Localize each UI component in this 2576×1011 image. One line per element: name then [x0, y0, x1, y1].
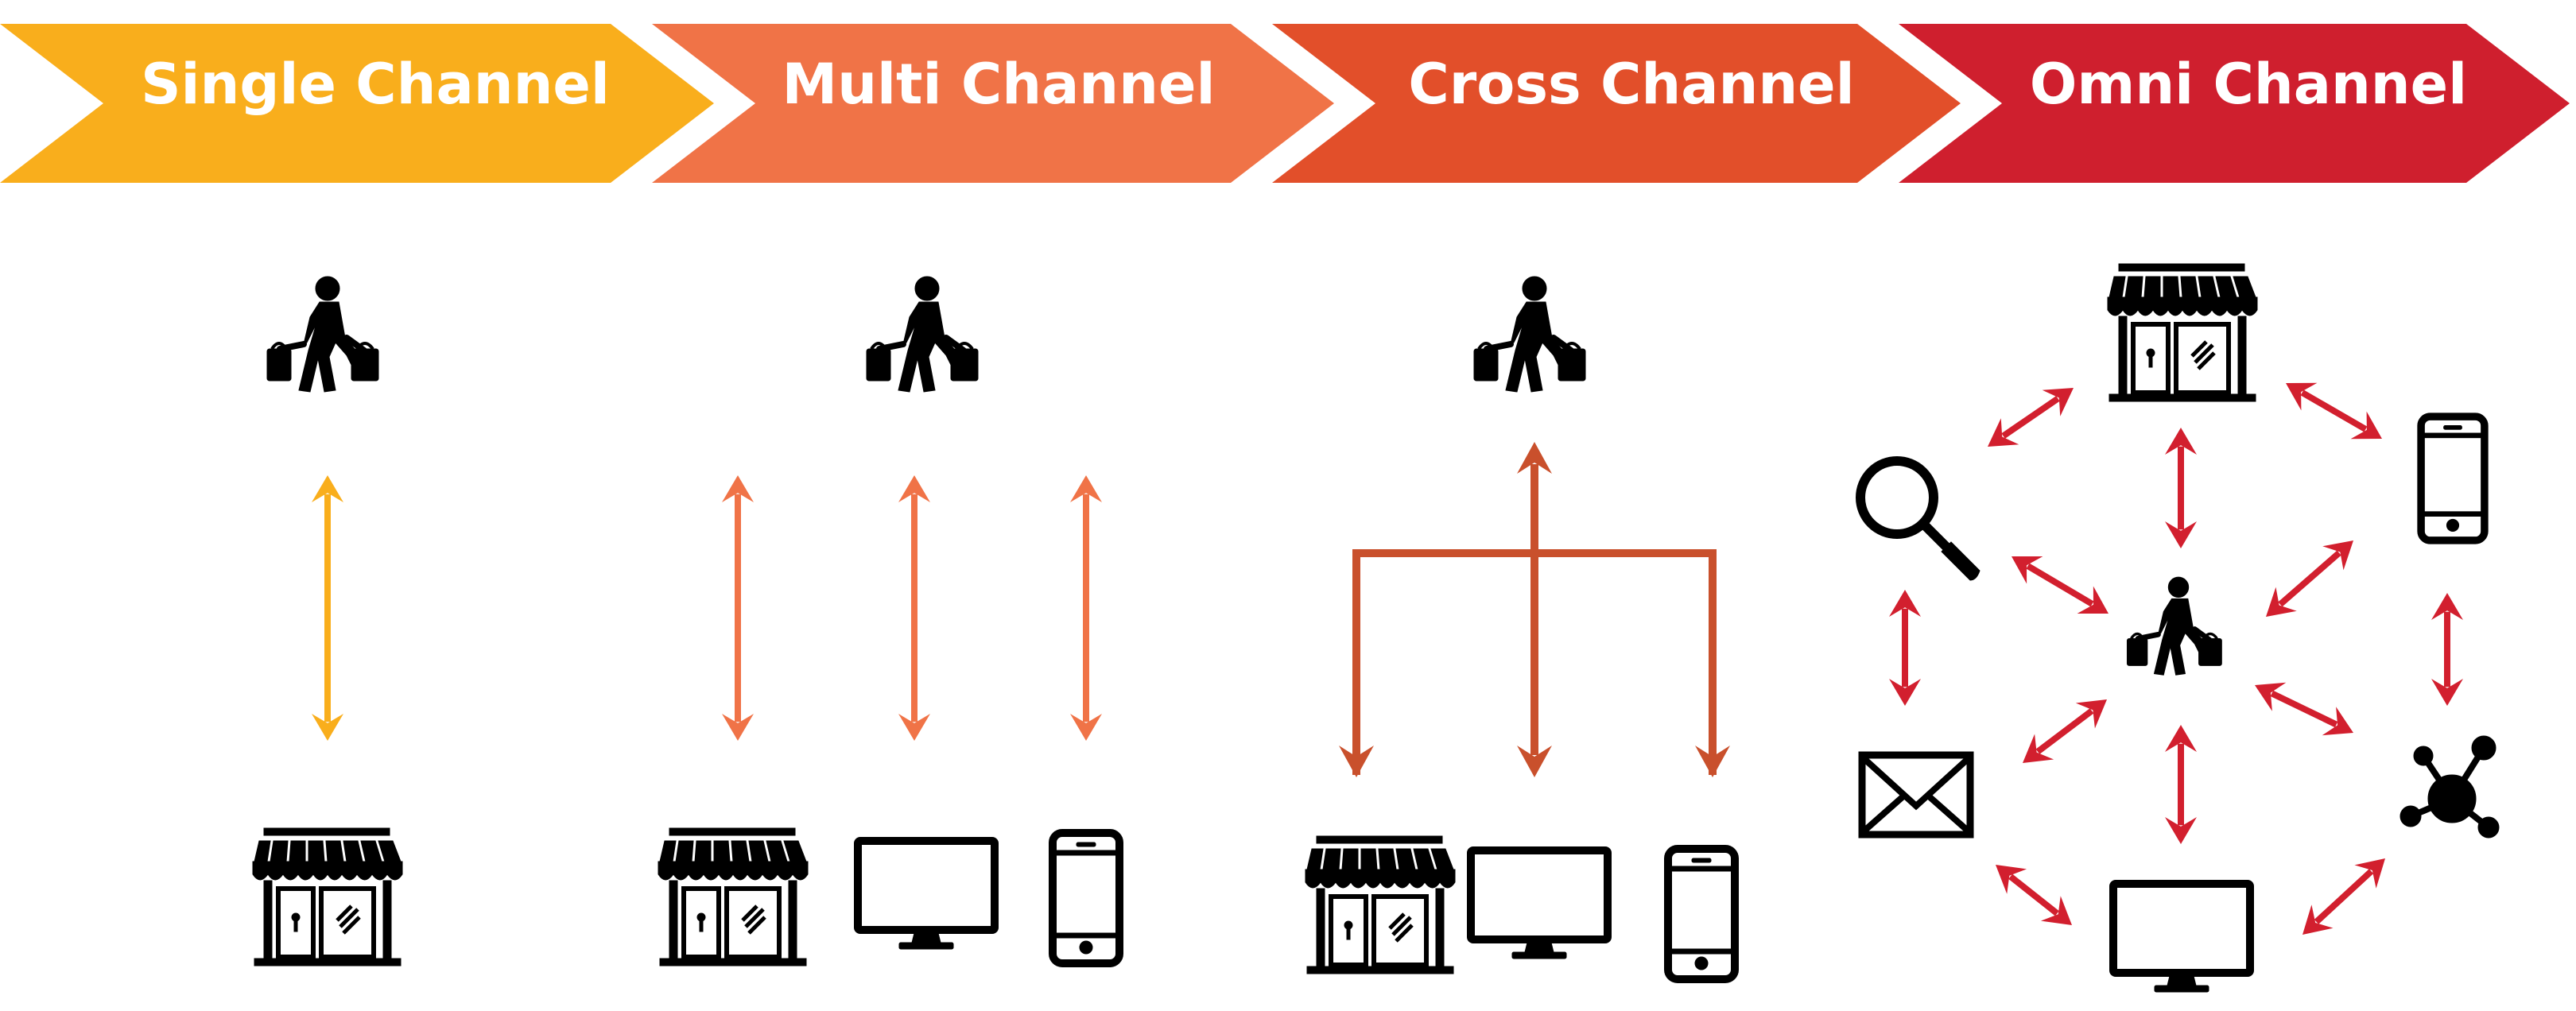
stage-label-multi: Multi Channel: [782, 52, 1216, 117]
stage-chevron: [0, 24, 714, 183]
smartphone-icon: [1668, 849, 1735, 979]
desktop-monitor-icon: [2113, 884, 2250, 992]
storefront-icon: [1305, 836, 1455, 974]
envelope-icon: [1862, 755, 1970, 835]
storefront-icon: [658, 828, 808, 966]
stage-chevron: [1899, 24, 2570, 183]
double-arrow: [2286, 382, 2382, 440]
arrow: [1339, 746, 1374, 777]
double-arrow: [2165, 725, 2197, 844]
smartphone-icon: [2421, 416, 2485, 540]
stage-chevron: [1272, 24, 1961, 183]
double-arrow: [2266, 540, 2353, 617]
storefront-icon: [2108, 264, 2257, 401]
double-arrow: [2012, 556, 2109, 614]
shopper-with-bags-icon: [1474, 277, 1585, 392]
shopper-with-bags-icon: [867, 277, 978, 392]
double-arrow: [1988, 388, 2074, 447]
storefront-icon: [253, 828, 402, 966]
double-arrow: [2302, 858, 2385, 935]
stage-chevron: [652, 24, 1334, 183]
double-arrow: [722, 475, 754, 741]
double-arrow: [1889, 590, 1921, 706]
double-arrow: [2165, 428, 2197, 548]
double-arrow: [1996, 865, 2072, 925]
double-arrow: [1517, 442, 1552, 777]
stage-label-cross: Cross Channel: [1408, 52, 1854, 117]
stage-label-single: Single Channel: [141, 52, 610, 117]
shopper-with-bags-icon: [267, 277, 378, 392]
desktop-monitor-icon: [1471, 850, 1608, 959]
stage-label-omni: Omni Channel: [2030, 52, 2467, 117]
magnifier-icon: [1860, 461, 1980, 580]
double-arrow: [1070, 475, 1102, 741]
shopper-with-bags-icon: [2127, 577, 2221, 675]
double-arrow: [2023, 699, 2107, 763]
double-arrow: [312, 475, 343, 741]
arrow: [1695, 746, 1730, 777]
double-arrow: [2431, 593, 2463, 706]
double-arrow: [898, 475, 930, 741]
smartphone-icon: [1053, 833, 1119, 963]
double-arrow: [2255, 682, 2353, 736]
network-hub-icon: [2400, 736, 2499, 838]
desktop-monitor-icon: [858, 841, 995, 949]
